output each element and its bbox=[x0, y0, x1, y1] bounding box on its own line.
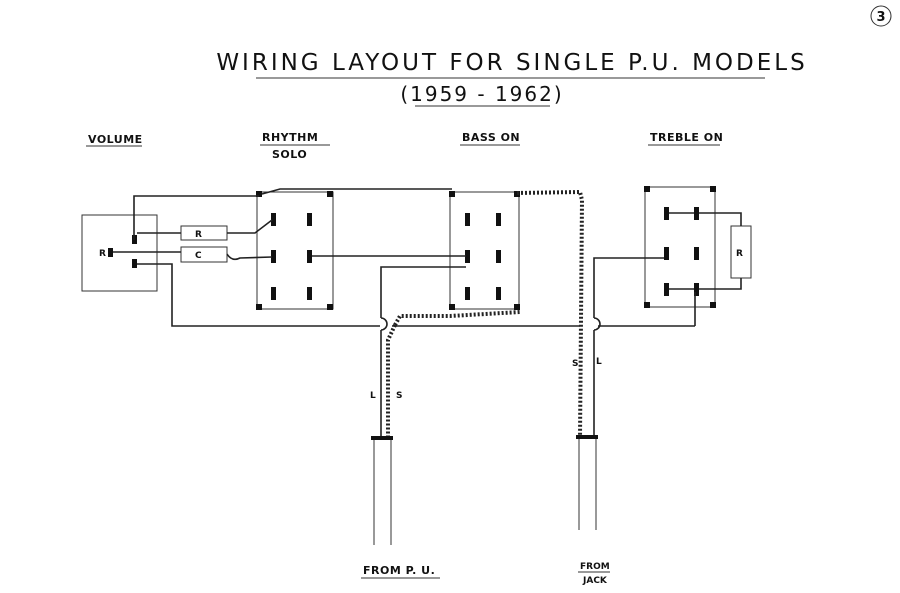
wire-s-right: S bbox=[572, 359, 578, 369]
jack-label: JACK bbox=[582, 576, 608, 586]
volume-label: VOLUME bbox=[88, 133, 143, 146]
svg-text:R: R bbox=[736, 249, 743, 259]
svg-text:R: R bbox=[195, 230, 202, 240]
rhythm-solo-switch bbox=[256, 191, 334, 310]
page-number-circle bbox=[870, 5, 892, 27]
bass-on-label: BASS ON bbox=[462, 131, 520, 144]
diagram-subtitle: (1959 - 1962) bbox=[400, 82, 563, 106]
solo-label: SOLO bbox=[272, 148, 307, 161]
diagram-title: WIRING LAYOUT FOR SINGLE P.U. MODELS bbox=[216, 50, 807, 76]
page-number: 3 bbox=[876, 10, 885, 25]
from-label: FROM bbox=[580, 562, 610, 572]
capacitor-c: C bbox=[180, 246, 228, 263]
pot-terminal-label: R bbox=[99, 249, 106, 259]
volume-pot: R bbox=[81, 214, 158, 292]
cable-from-pu bbox=[371, 436, 393, 545]
svg-text:C: C bbox=[195, 251, 202, 261]
rhythm-label: RHYTHM bbox=[262, 131, 318, 144]
cable-from-jack bbox=[576, 435, 598, 530]
wires bbox=[113, 188, 742, 438]
shield-wires bbox=[386, 189, 585, 439]
from-pu-label: FROM P. U. bbox=[363, 564, 435, 577]
bass-on-switch bbox=[449, 191, 520, 310]
wire-l-left: L bbox=[370, 391, 376, 401]
treble-on-switch bbox=[644, 186, 716, 308]
wire-s-left: S bbox=[396, 391, 402, 401]
resistor-r-treble: R bbox=[730, 225, 752, 279]
treble-on-label: TREBLE ON bbox=[650, 131, 723, 144]
resistor-r-volume: R bbox=[180, 225, 228, 241]
wire-l-right: L bbox=[596, 357, 602, 367]
